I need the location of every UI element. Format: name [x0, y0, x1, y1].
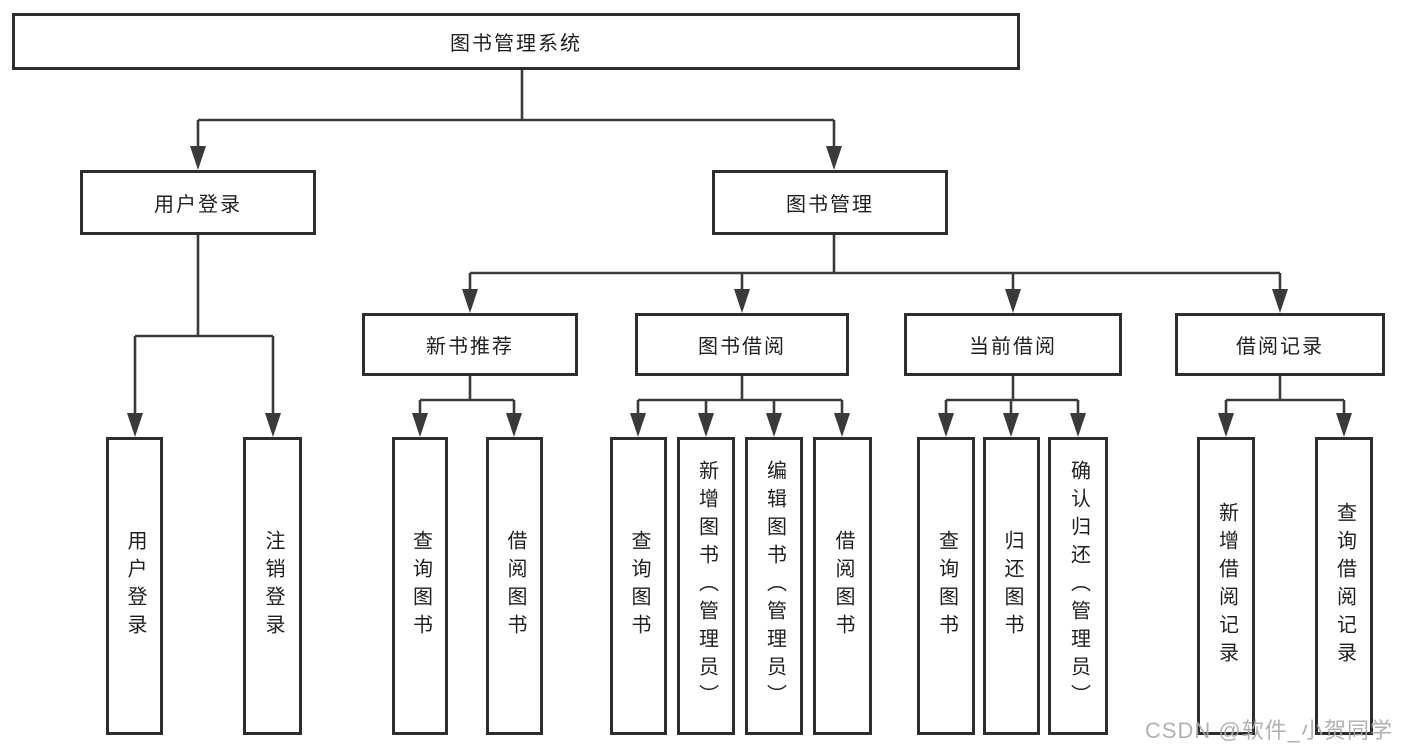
csdn-watermark: CSDN @软件_小贺同学: [1144, 718, 1393, 743]
leaf-query-books-current: 查询图书: [917, 437, 975, 735]
node-book-management: 图书管理: [712, 170, 948, 235]
node-book-borrowing: 图书借阅: [635, 313, 849, 376]
leaf-query-borrow-record: 查询借阅记录: [1315, 437, 1373, 735]
node-current-borrowing: 当前借阅: [904, 313, 1122, 376]
leaf-user-login: 用户登录: [106, 437, 163, 735]
leaf-borrow-books-borrow: 借阅图书: [813, 437, 872, 735]
node-user-login: 用户登录: [80, 170, 316, 235]
node-new-book-recommendation: 新书推荐: [362, 313, 578, 376]
node-borrowing-records: 借阅记录: [1175, 313, 1385, 376]
leaf-edit-book-admin: 编辑图书（管理员）: [745, 437, 803, 735]
leaf-add-book-admin-label: 新增图书（管理员）: [695, 460, 718, 712]
leaf-borrow-books-borrow-label: 借阅图书: [832, 530, 854, 642]
leaf-user-login-label: 用户登录: [124, 530, 146, 642]
leaf-return-book-label: 归还图书: [1001, 530, 1023, 642]
leaf-logout-label: 注销登录: [262, 530, 284, 642]
leaf-query-books-borrow: 查询图书: [610, 437, 667, 735]
leaf-query-books-borrow-label: 查询图书: [628, 530, 650, 642]
leaf-add-borrow-record: 新增借阅记录: [1197, 437, 1255, 735]
arrowheads: [127, 146, 1352, 437]
leaf-logout: 注销登录: [243, 437, 302, 735]
leaf-return-book: 归还图书: [983, 437, 1040, 735]
leaf-confirm-return-admin: 确认归还（管理员）: [1048, 437, 1108, 735]
leaf-query-books-recommend-label: 查询图书: [409, 530, 432, 642]
leaf-borrow-books-recommend: 借阅图书: [486, 437, 543, 735]
leaf-add-borrow-record-label: 新增借阅记录: [1215, 502, 1238, 670]
node-root-library-management-system: 图书管理系统: [12, 13, 1020, 70]
leaf-query-borrow-record-label: 查询借阅记录: [1333, 502, 1356, 670]
leaf-query-books-current-label: 查询图书: [935, 530, 958, 642]
leaf-borrow-books-recommend-label: 借阅图书: [504, 530, 526, 642]
leaf-query-books-recommend: 查询图书: [392, 437, 448, 735]
leaf-confirm-return-admin-label: 确认归还（管理员）: [1067, 460, 1090, 712]
leaf-edit-book-admin-label: 编辑图书（管理员）: [763, 460, 786, 712]
leaf-add-book-admin: 新增图书（管理员）: [677, 437, 735, 735]
